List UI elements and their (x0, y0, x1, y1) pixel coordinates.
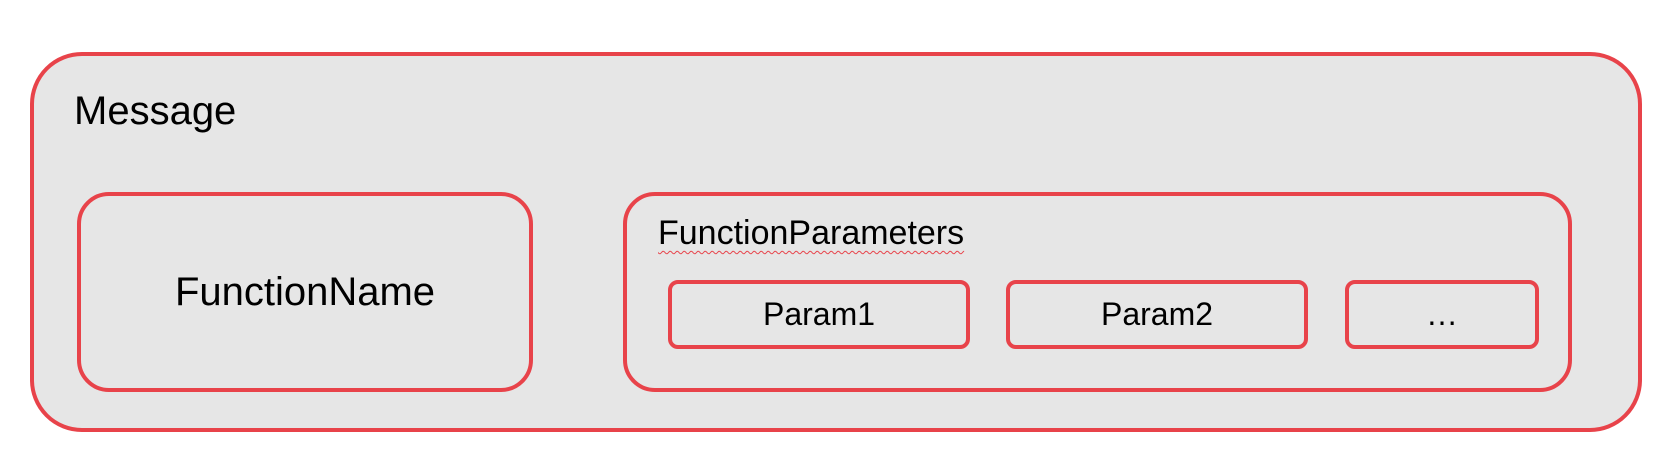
param-label: Param2 (1100, 296, 1214, 332)
param-box: … (1345, 280, 1539, 349)
function-name-box: FunctionName (77, 192, 533, 392)
function-name-label: FunctionName (174, 269, 436, 314)
param-box: Param1 (668, 280, 970, 349)
function-parameters-label: FunctionParameters (658, 214, 965, 252)
param-box: Param2 (1006, 280, 1308, 349)
param-label: … (1426, 296, 1458, 332)
message-label: Message (74, 89, 237, 133)
param-label: Param1 (762, 296, 876, 332)
